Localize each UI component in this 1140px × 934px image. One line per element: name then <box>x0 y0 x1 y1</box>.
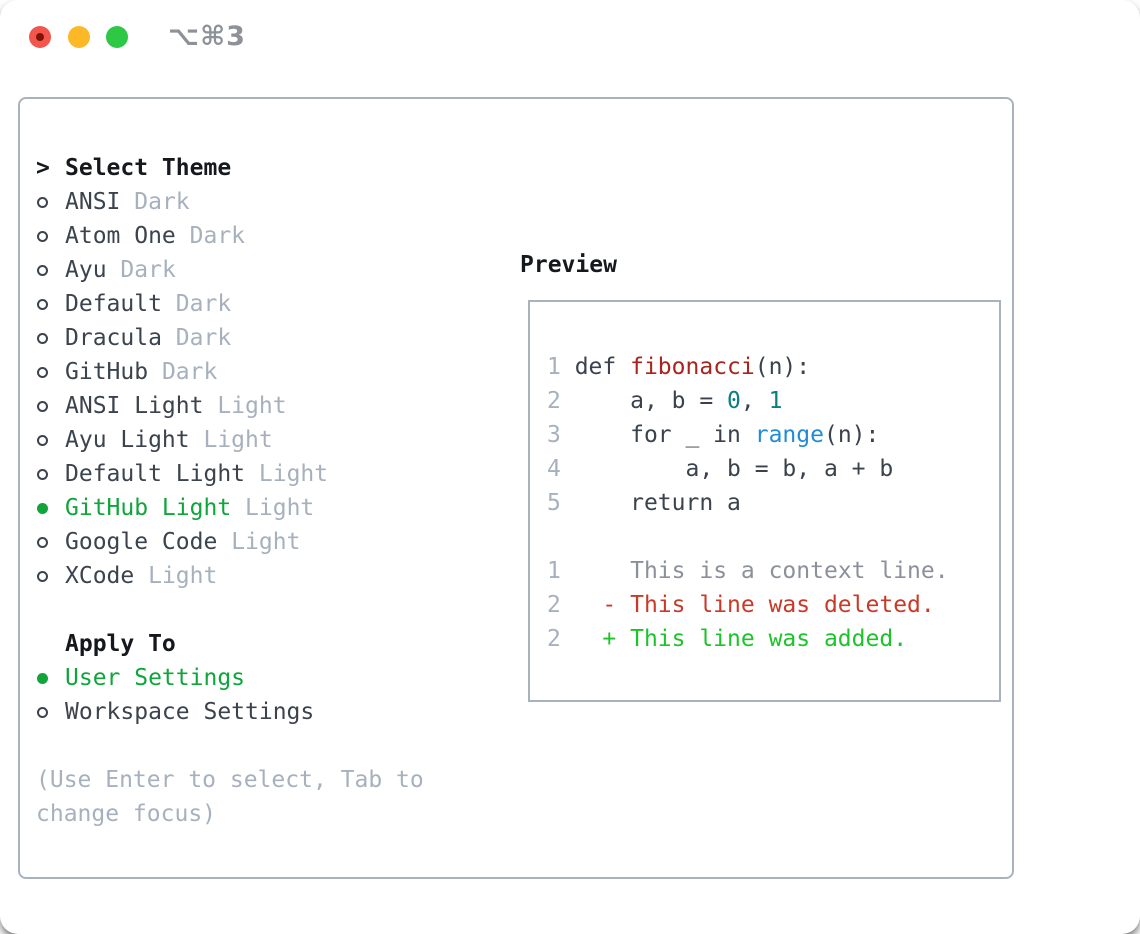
code-line: 2 a, b = 0, 1 <box>547 388 783 414</box>
theme-option-ayu-light[interactable]: Ayu Light Light <box>36 423 424 457</box>
variant-tag: Dark <box>134 189 190 215</box>
select-theme-title: Select Theme <box>65 155 232 181</box>
theme-selector-panel: > Select Theme ANSI Dark Atom One Dark A… <box>18 97 1014 879</box>
window-shortcut-label: ⌥⌘3 <box>168 21 246 52</box>
radio-icon <box>37 706 48 718</box>
theme-option-default-light[interactable]: Default Light Light <box>36 457 424 491</box>
radio-icon <box>37 264 48 276</box>
theme-list: > Select Theme ANSI Dark Atom One Dark A… <box>36 151 424 831</box>
keyboard-hint-line-1: (Use Enter to select, Tab to <box>36 767 424 793</box>
variant-tag: Dark <box>189 223 246 249</box>
variant-tag: Dark <box>175 325 232 351</box>
theme-option-xcode-light[interactable]: XCode Light <box>36 559 424 593</box>
apply-option-user-settings[interactable]: User Settings <box>36 661 424 695</box>
variant-tag: Light <box>231 529 301 555</box>
code-line: 5 return a <box>547 490 741 516</box>
radio-selected-icon <box>37 672 48 684</box>
apply-to-title: Apply To <box>65 631 176 657</box>
radio-icon <box>37 468 48 480</box>
theme-option-github-dark[interactable]: GitHub Dark <box>36 355 424 389</box>
variant-tag: Dark <box>161 359 218 385</box>
select-theme-heading: > Select Theme <box>36 151 424 185</box>
variant-tag: Light <box>217 393 287 419</box>
theme-option-ansi-dark[interactable]: ANSI Dark <box>36 185 424 219</box>
theme-option-atom-one-dark[interactable]: Atom One Dark <box>36 219 424 253</box>
variant-tag: Light <box>203 427 273 453</box>
code-preview: 1 def fibonacci(n): 2 a, b = 0, 1 3 for … <box>547 350 949 656</box>
variant-tag: Dark <box>175 291 232 317</box>
apply-option-workspace-settings[interactable]: Workspace Settings <box>36 695 424 729</box>
spacer <box>36 593 424 627</box>
preview-title: Preview <box>520 252 617 278</box>
radio-icon <box>37 400 48 412</box>
variant-tag: Dark <box>120 257 176 283</box>
diff-deleted-line: 2 - This line was deleted. <box>547 592 935 618</box>
spacer <box>36 729 424 763</box>
theme-option-ansi-light[interactable]: ANSI Light Light <box>36 389 424 423</box>
radio-icon <box>37 570 48 582</box>
code-line-blank <box>547 520 949 554</box>
radio-icon <box>37 196 48 208</box>
theme-option-dracula-dark[interactable]: Dracula Dark <box>36 321 424 355</box>
radio-selected-icon <box>37 502 48 514</box>
preview-box: 1 def fibonacci(n): 2 a, b = 0, 1 3 for … <box>528 300 1001 702</box>
code-line: 3 for _ in range(n): <box>547 422 880 448</box>
radio-icon <box>37 536 48 548</box>
apply-to-heading: Apply To <box>36 627 424 661</box>
radio-icon <box>37 434 48 446</box>
close-button[interactable] <box>29 26 51 48</box>
minimize-button[interactable] <box>68 26 90 48</box>
radio-icon <box>37 366 48 378</box>
keyboard-hint-line-2: change focus) <box>36 801 217 827</box>
theme-option-default-dark[interactable]: Default Dark <box>36 287 424 321</box>
code-line: 1 def fibonacci(n): <box>547 354 811 380</box>
variant-tag: Light <box>258 461 329 487</box>
zoom-button[interactable] <box>106 26 128 48</box>
radio-icon <box>37 298 48 310</box>
variant-tag: Light <box>245 495 315 521</box>
variant-tag: Light <box>148 563 218 589</box>
theme-option-google-code-light[interactable]: Google Code Light <box>36 525 424 559</box>
theme-option-github-light[interactable]: GitHub Light Light <box>36 491 424 525</box>
titlebar: ⌥⌘3 <box>0 0 1140 74</box>
code-line: 4 a, b = b, a + b <box>547 456 894 482</box>
radio-icon <box>37 332 48 344</box>
diff-context-line: 1 This is a context line. <box>547 558 949 584</box>
diff-added-line: 2 + This line was added. <box>547 626 908 652</box>
radio-icon <box>37 230 48 242</box>
theme-option-ayu-dark[interactable]: Ayu Dark <box>36 253 424 287</box>
prompt-chevron-icon: > <box>36 155 50 181</box>
